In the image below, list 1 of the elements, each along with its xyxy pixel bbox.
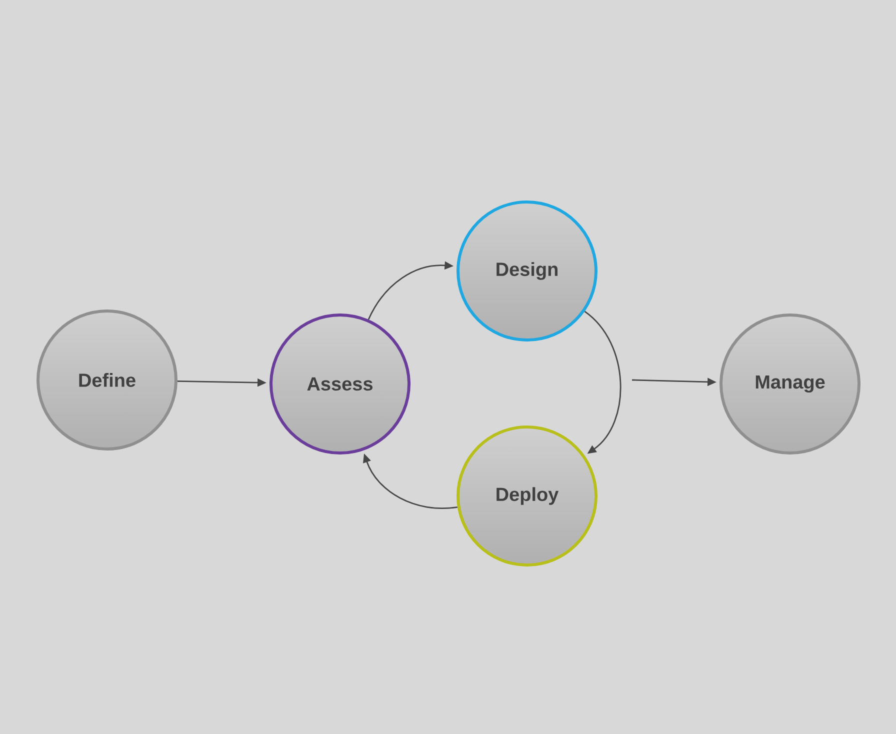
arrow: [584, 310, 622, 454]
